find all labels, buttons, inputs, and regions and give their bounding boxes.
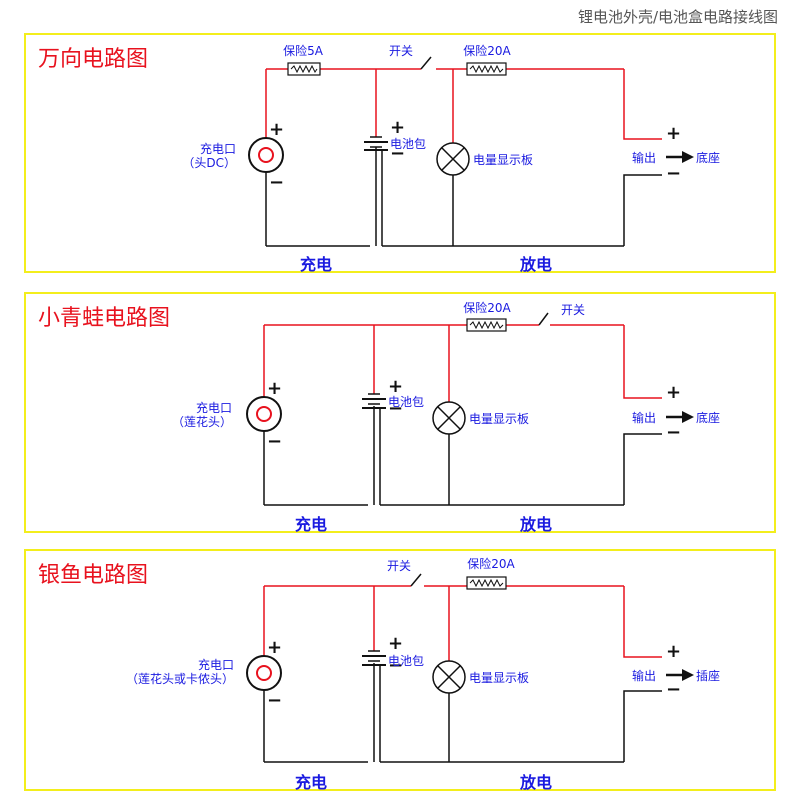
lamp-icon <box>432 401 466 435</box>
switch-icon <box>410 573 422 587</box>
output-label: 输出 <box>632 669 657 683</box>
panel-title: 小青蛙电路图 <box>38 306 171 331</box>
minus-sign: − <box>267 431 283 452</box>
plus-sign: + <box>666 641 682 662</box>
plus-sign: + <box>269 119 285 140</box>
charge-section-label: 充电 <box>294 773 328 792</box>
battery-icon <box>362 650 386 666</box>
fuse-icon <box>287 62 321 76</box>
battery-icon <box>362 393 386 409</box>
fuse-label: 保险20A <box>463 301 511 315</box>
charge-section-label: 充电 <box>294 515 328 534</box>
plus-sign: + <box>390 117 406 138</box>
minus-sign: − <box>666 163 682 184</box>
display-label: 电量显示板 <box>473 153 534 167</box>
charge-port-label: 充电口（莲花头或卡侬头） <box>125 658 234 686</box>
switch-label: 开关 <box>386 559 412 573</box>
circuit-wiring <box>246 312 694 506</box>
output-label: 输出 <box>632 151 657 165</box>
output-label: 输出 <box>632 411 657 425</box>
fuse-icon <box>466 62 507 76</box>
discharge-section-label: 放电 <box>519 255 553 274</box>
fuse-label: 保险20A <box>467 557 515 571</box>
charge-port-label: 充电口（头DC） <box>182 142 236 170</box>
plus-sign: + <box>666 382 682 403</box>
circuit-wiring <box>248 56 694 247</box>
minus-sign: − <box>267 690 283 711</box>
plus-sign: + <box>267 637 283 658</box>
plus-sign: + <box>267 378 283 399</box>
minus-sign: − <box>269 172 285 193</box>
minus-sign: − <box>666 422 682 443</box>
socket-label: 底座 <box>696 411 721 425</box>
arrow-right-icon <box>666 411 694 423</box>
lamp-icon <box>436 142 470 176</box>
battery-label: 电池包 <box>388 395 425 409</box>
minus-sign: − <box>666 679 682 700</box>
battery-label: 电池包 <box>388 654 425 668</box>
fuse-icon <box>466 576 507 590</box>
switch-icon <box>538 312 549 326</box>
plus-sign: + <box>666 123 682 144</box>
charge-section-label: 充电 <box>299 255 333 274</box>
panel-title: 银鱼电路图 <box>38 563 149 588</box>
charge-port-icon <box>246 655 282 691</box>
switch-icon <box>420 56 432 70</box>
page-caption: 锂电池外壳/电池盒电路接线图 <box>577 8 778 26</box>
switch-label: 开关 <box>561 303 586 317</box>
minus-sign: − <box>388 398 404 419</box>
minus-sign: − <box>390 143 406 164</box>
discharge-section-label: 放电 <box>519 515 553 534</box>
discharge-section-label: 放电 <box>519 773 553 792</box>
battery-label: 电池包 <box>390 137 427 151</box>
plus-sign: + <box>388 633 404 654</box>
charge-port-label: 充电口（莲花头） <box>171 401 232 429</box>
socket-label: 底座 <box>696 151 721 165</box>
circuit-wiring <box>246 573 694 763</box>
arrow-right-icon <box>666 151 694 163</box>
lamp-icon <box>432 660 466 694</box>
fuse-label: 保险20A <box>463 44 511 58</box>
panel-title: 万向电路图 <box>38 47 149 72</box>
minus-sign: − <box>388 655 404 676</box>
fuse-icon <box>466 318 507 332</box>
charge-port-icon <box>248 137 284 173</box>
charge-port-icon <box>246 396 282 432</box>
display-label: 电量显示板 <box>469 412 530 426</box>
arrow-right-icon <box>666 669 694 681</box>
panel-yinyu: 银鱼电路图 开关 保险20A 充电口（莲花头或卡侬头） + − + − 电池包 … <box>24 549 776 792</box>
panel-xiaoqingwa: 小青蛙电路图 保险20A 开关 充电口（莲花头） + − + − 电池包 电量显… <box>24 292 776 534</box>
plus-sign: + <box>388 376 404 397</box>
battery-icon <box>364 136 388 151</box>
switch-label: 开关 <box>388 44 414 58</box>
display-label: 电量显示板 <box>469 671 530 685</box>
panel-wanxiang: 万向电路图 保险5A 开关 保险20A 充电口（头DC） + − + − 电池包… <box>24 33 776 274</box>
fuse-label: 保险5A <box>283 44 323 58</box>
socket-label: 插座 <box>696 669 721 683</box>
